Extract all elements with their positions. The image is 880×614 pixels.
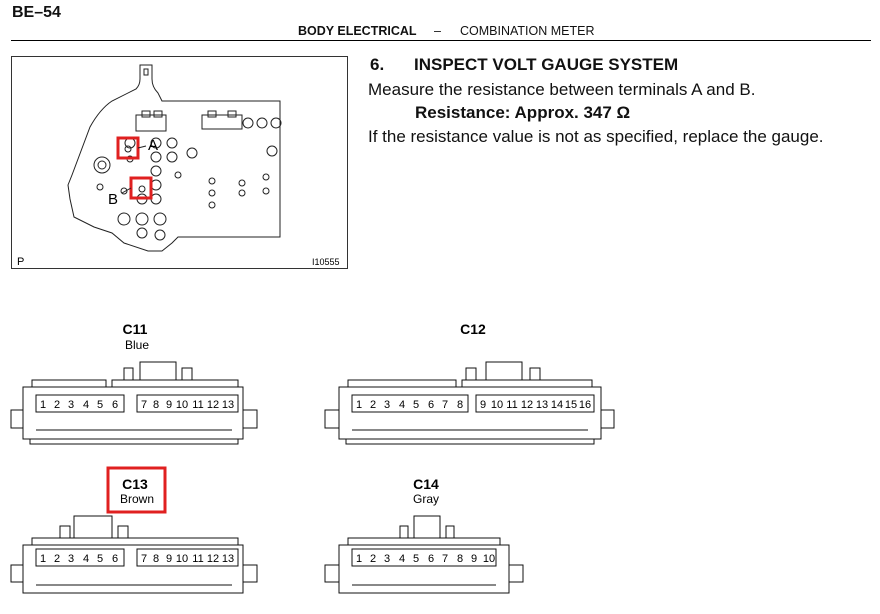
step-title: INSPECT VOLT GAUGE SYSTEM	[414, 55, 679, 74]
svg-text:5: 5	[413, 399, 419, 411]
svg-text:9: 9	[480, 399, 486, 411]
svg-text:13: 13	[222, 399, 234, 411]
svg-text:9: 9	[166, 399, 172, 411]
svg-text:2: 2	[54, 399, 60, 411]
svg-text:7: 7	[141, 553, 147, 565]
svg-text:12: 12	[521, 399, 533, 411]
svg-text:7: 7	[442, 553, 448, 565]
svg-text:10: 10	[176, 399, 188, 411]
svg-text:15: 15	[565, 399, 577, 411]
figure-corner-mark: P	[17, 256, 24, 268]
svg-text:2: 2	[370, 399, 376, 411]
svg-text:1: 1	[356, 553, 362, 565]
terminal-b-label: B	[108, 191, 118, 208]
terminal-a-label: A	[148, 137, 158, 154]
svg-text:5: 5	[413, 553, 419, 565]
svg-text:14: 14	[551, 399, 563, 411]
connector-color: Blue	[125, 338, 149, 352]
svg-text:11: 11	[506, 399, 517, 411]
svg-text:6: 6	[112, 399, 118, 411]
svg-text:10: 10	[176, 553, 188, 565]
connector-id: C11	[123, 321, 148, 337]
svg-text:9: 9	[471, 553, 477, 565]
step-remedy: If the resistance value is not as specif…	[368, 127, 824, 146]
svg-text:12: 12	[207, 553, 219, 565]
svg-text:5: 5	[97, 553, 103, 565]
svg-text:6: 6	[112, 553, 118, 565]
svg-text:4: 4	[83, 399, 89, 411]
svg-text:13: 13	[536, 399, 548, 411]
svg-text:4: 4	[83, 553, 89, 565]
connector-id: C12	[460, 321, 486, 337]
svg-text:3: 3	[68, 399, 74, 411]
connector-color: Gray	[413, 492, 439, 506]
svg-text:8: 8	[153, 399, 159, 411]
connector-id: C14	[413, 476, 439, 492]
svg-text:5: 5	[97, 399, 103, 411]
section-title: BODY ELECTRICAL	[298, 24, 417, 38]
resistance-spec: Resistance: Approx. 347 Ω	[415, 103, 631, 122]
svg-text:7: 7	[442, 399, 448, 411]
meter-figure: A B P I10555	[11, 56, 348, 269]
svg-text:7: 7	[141, 399, 147, 411]
svg-text:3: 3	[384, 399, 390, 411]
figure-id: I10555	[312, 257, 340, 267]
svg-text:6: 6	[428, 553, 434, 565]
svg-text:8: 8	[457, 399, 463, 411]
svg-text:2: 2	[54, 553, 60, 565]
connector-id: C13	[122, 476, 148, 492]
svg-text:1: 1	[40, 553, 46, 565]
connector-color: Brown	[120, 492, 154, 506]
step-number: 6.	[370, 55, 385, 74]
meter-drawing: A B P I10555	[17, 64, 340, 268]
svg-text:6: 6	[428, 399, 434, 411]
svg-text:16: 16	[579, 399, 591, 411]
svg-text:2: 2	[370, 553, 376, 565]
subsection-title: COMBINATION METER	[460, 24, 595, 38]
step-instruction: Measure the resistance between terminals…	[368, 80, 756, 99]
header-separator: –	[434, 24, 441, 38]
page-number: BE–54	[12, 4, 61, 21]
svg-text:1: 1	[40, 399, 46, 411]
svg-text:8: 8	[457, 553, 463, 565]
svg-text:10: 10	[483, 553, 495, 565]
svg-text:4: 4	[399, 399, 405, 411]
svg-text:11: 11	[192, 399, 203, 411]
svg-text:11: 11	[192, 553, 203, 565]
svg-text:12: 12	[207, 399, 219, 411]
svg-text:1: 1	[356, 399, 362, 411]
svg-text:13: 13	[222, 553, 234, 565]
svg-text:8: 8	[153, 553, 159, 565]
svg-text:4: 4	[399, 553, 405, 565]
svg-text:3: 3	[68, 553, 74, 565]
header-rule	[11, 40, 871, 41]
c13-highlight	[106, 466, 167, 514]
svg-text:3: 3	[384, 553, 390, 565]
terminal-b-highlight	[129, 176, 153, 200]
svg-text:10: 10	[491, 399, 503, 411]
svg-text:9: 9	[166, 553, 172, 565]
